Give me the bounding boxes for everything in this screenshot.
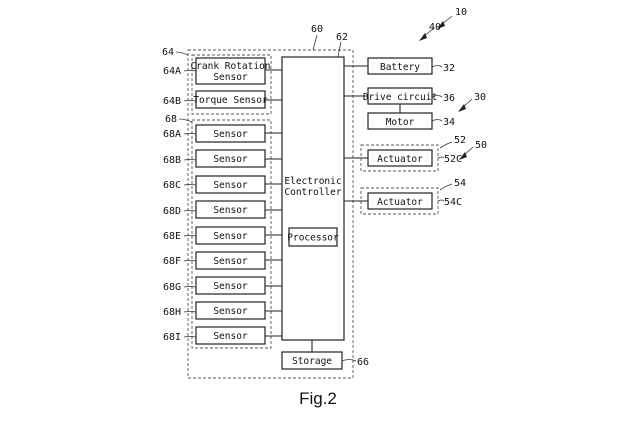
- ref-68: 68: [165, 114, 177, 125]
- processor-box: [288, 227, 338, 247]
- ref-34: 34: [443, 117, 455, 128]
- ref-64: 64: [162, 47, 174, 58]
- ref-68D: 68D: [163, 206, 181, 217]
- processor-label: Processor: [287, 233, 339, 244]
- ref-54: 54: [454, 178, 466, 189]
- ref-52C: 52C: [444, 154, 462, 165]
- ref-52: 52: [454, 135, 466, 146]
- reference-leader-lines: [175, 34, 453, 362]
- ref-10: 10: [455, 7, 467, 18]
- sensor-68H: Sensor: [195, 301, 266, 320]
- sensor-68A-label: Sensor: [213, 129, 248, 140]
- sensor-68E: Sensor: [195, 226, 266, 245]
- sensor-group-64-outline: [191, 54, 272, 115]
- ref-64A: 64A: [163, 66, 181, 77]
- battery-box: [367, 57, 433, 75]
- sensor-68D-box: [195, 200, 266, 219]
- ref-68H: 68H: [163, 307, 181, 318]
- drive-circuit-box: [367, 87, 433, 105]
- electronic-controller-label-2: Controller: [284, 187, 341, 198]
- ref-50: 50: [475, 140, 487, 151]
- sensor-68F-box: [195, 251, 266, 270]
- sensor-68E-label: Sensor: [213, 231, 248, 242]
- ref-54C: 54C: [444, 197, 462, 208]
- sensor-68I: Sensor: [195, 326, 266, 345]
- sensor-68G-label: Sensor: [213, 281, 248, 292]
- sensor-68B-label: Sensor: [213, 154, 248, 165]
- sensor-68G-box: [195, 276, 266, 295]
- actuator-54c-box: [367, 192, 433, 210]
- control-unit-outline: [187, 49, 354, 379]
- ref-66: 66: [357, 357, 369, 368]
- ref-60: 60: [311, 24, 323, 35]
- figure-caption: Fig.2: [299, 389, 337, 408]
- ref-64B: 64B: [163, 96, 181, 107]
- actuator-54c-label: Actuator: [377, 197, 423, 208]
- sensor-68H-label: Sensor: [213, 306, 248, 317]
- crank-rotation-sensor-label-1: Crank Rotation: [190, 61, 270, 72]
- sensor-68B-box: [195, 149, 266, 168]
- sensor-68I-label: Sensor: [213, 331, 248, 342]
- ref-36: 36: [443, 93, 455, 104]
- ref-32: 32: [443, 63, 455, 74]
- ref-68I: 68I: [163, 332, 181, 343]
- ref-68E: 68E: [163, 231, 181, 242]
- ref-62: 62: [336, 32, 348, 43]
- sensor-68A-box: [195, 124, 266, 143]
- motor-label: Motor: [386, 117, 415, 128]
- ref-68A: 68A: [163, 129, 181, 140]
- ref-68C: 68C: [163, 180, 181, 191]
- ref-68B: 68B: [163, 155, 181, 166]
- sensor-68B: Sensor: [195, 149, 266, 168]
- sensor-68F-label: Sensor: [213, 256, 248, 267]
- ref-30: 30: [474, 92, 486, 103]
- electronic-controller-box: [281, 56, 345, 341]
- ref-68F: 68F: [163, 256, 181, 267]
- sensor-68I-box: [195, 326, 266, 345]
- sensor-68D: Sensor: [195, 200, 266, 219]
- sensor-68C-label: Sensor: [213, 180, 248, 191]
- storage-label: Storage: [292, 356, 332, 367]
- sensor-68C: Sensor: [195, 175, 266, 194]
- sensor-68D-label: Sensor: [213, 205, 248, 216]
- sensor-68E-box: [195, 226, 266, 245]
- torque-sensor-label: Torque Sensor: [193, 95, 268, 106]
- sensor-68C-box: [195, 175, 266, 194]
- sensor-group-68-outline: [191, 119, 272, 349]
- sensor-68G: Sensor: [195, 276, 266, 295]
- storage-box: [281, 351, 343, 370]
- assembly-arrows: [419, 15, 474, 160]
- crank-rotation-sensor-label-2: Sensor: [213, 72, 248, 83]
- ref-68G: 68G: [163, 282, 181, 293]
- actuator-52c-box: [367, 149, 433, 167]
- sensor-68H-box: [195, 301, 266, 320]
- connection-wires: [265, 65, 401, 352]
- electronic-controller-label-1: Electronic: [284, 176, 341, 187]
- sensor-68A: Sensor: [195, 124, 266, 143]
- sensor-68F: Sensor: [195, 251, 266, 270]
- actuator-52c-label: Actuator: [377, 154, 423, 165]
- drive-circuit-label: Drive circuit: [363, 92, 437, 103]
- torque-sensor-box: [195, 90, 266, 109]
- ref-40: 40: [429, 22, 441, 33]
- battery-label: Battery: [380, 62, 420, 73]
